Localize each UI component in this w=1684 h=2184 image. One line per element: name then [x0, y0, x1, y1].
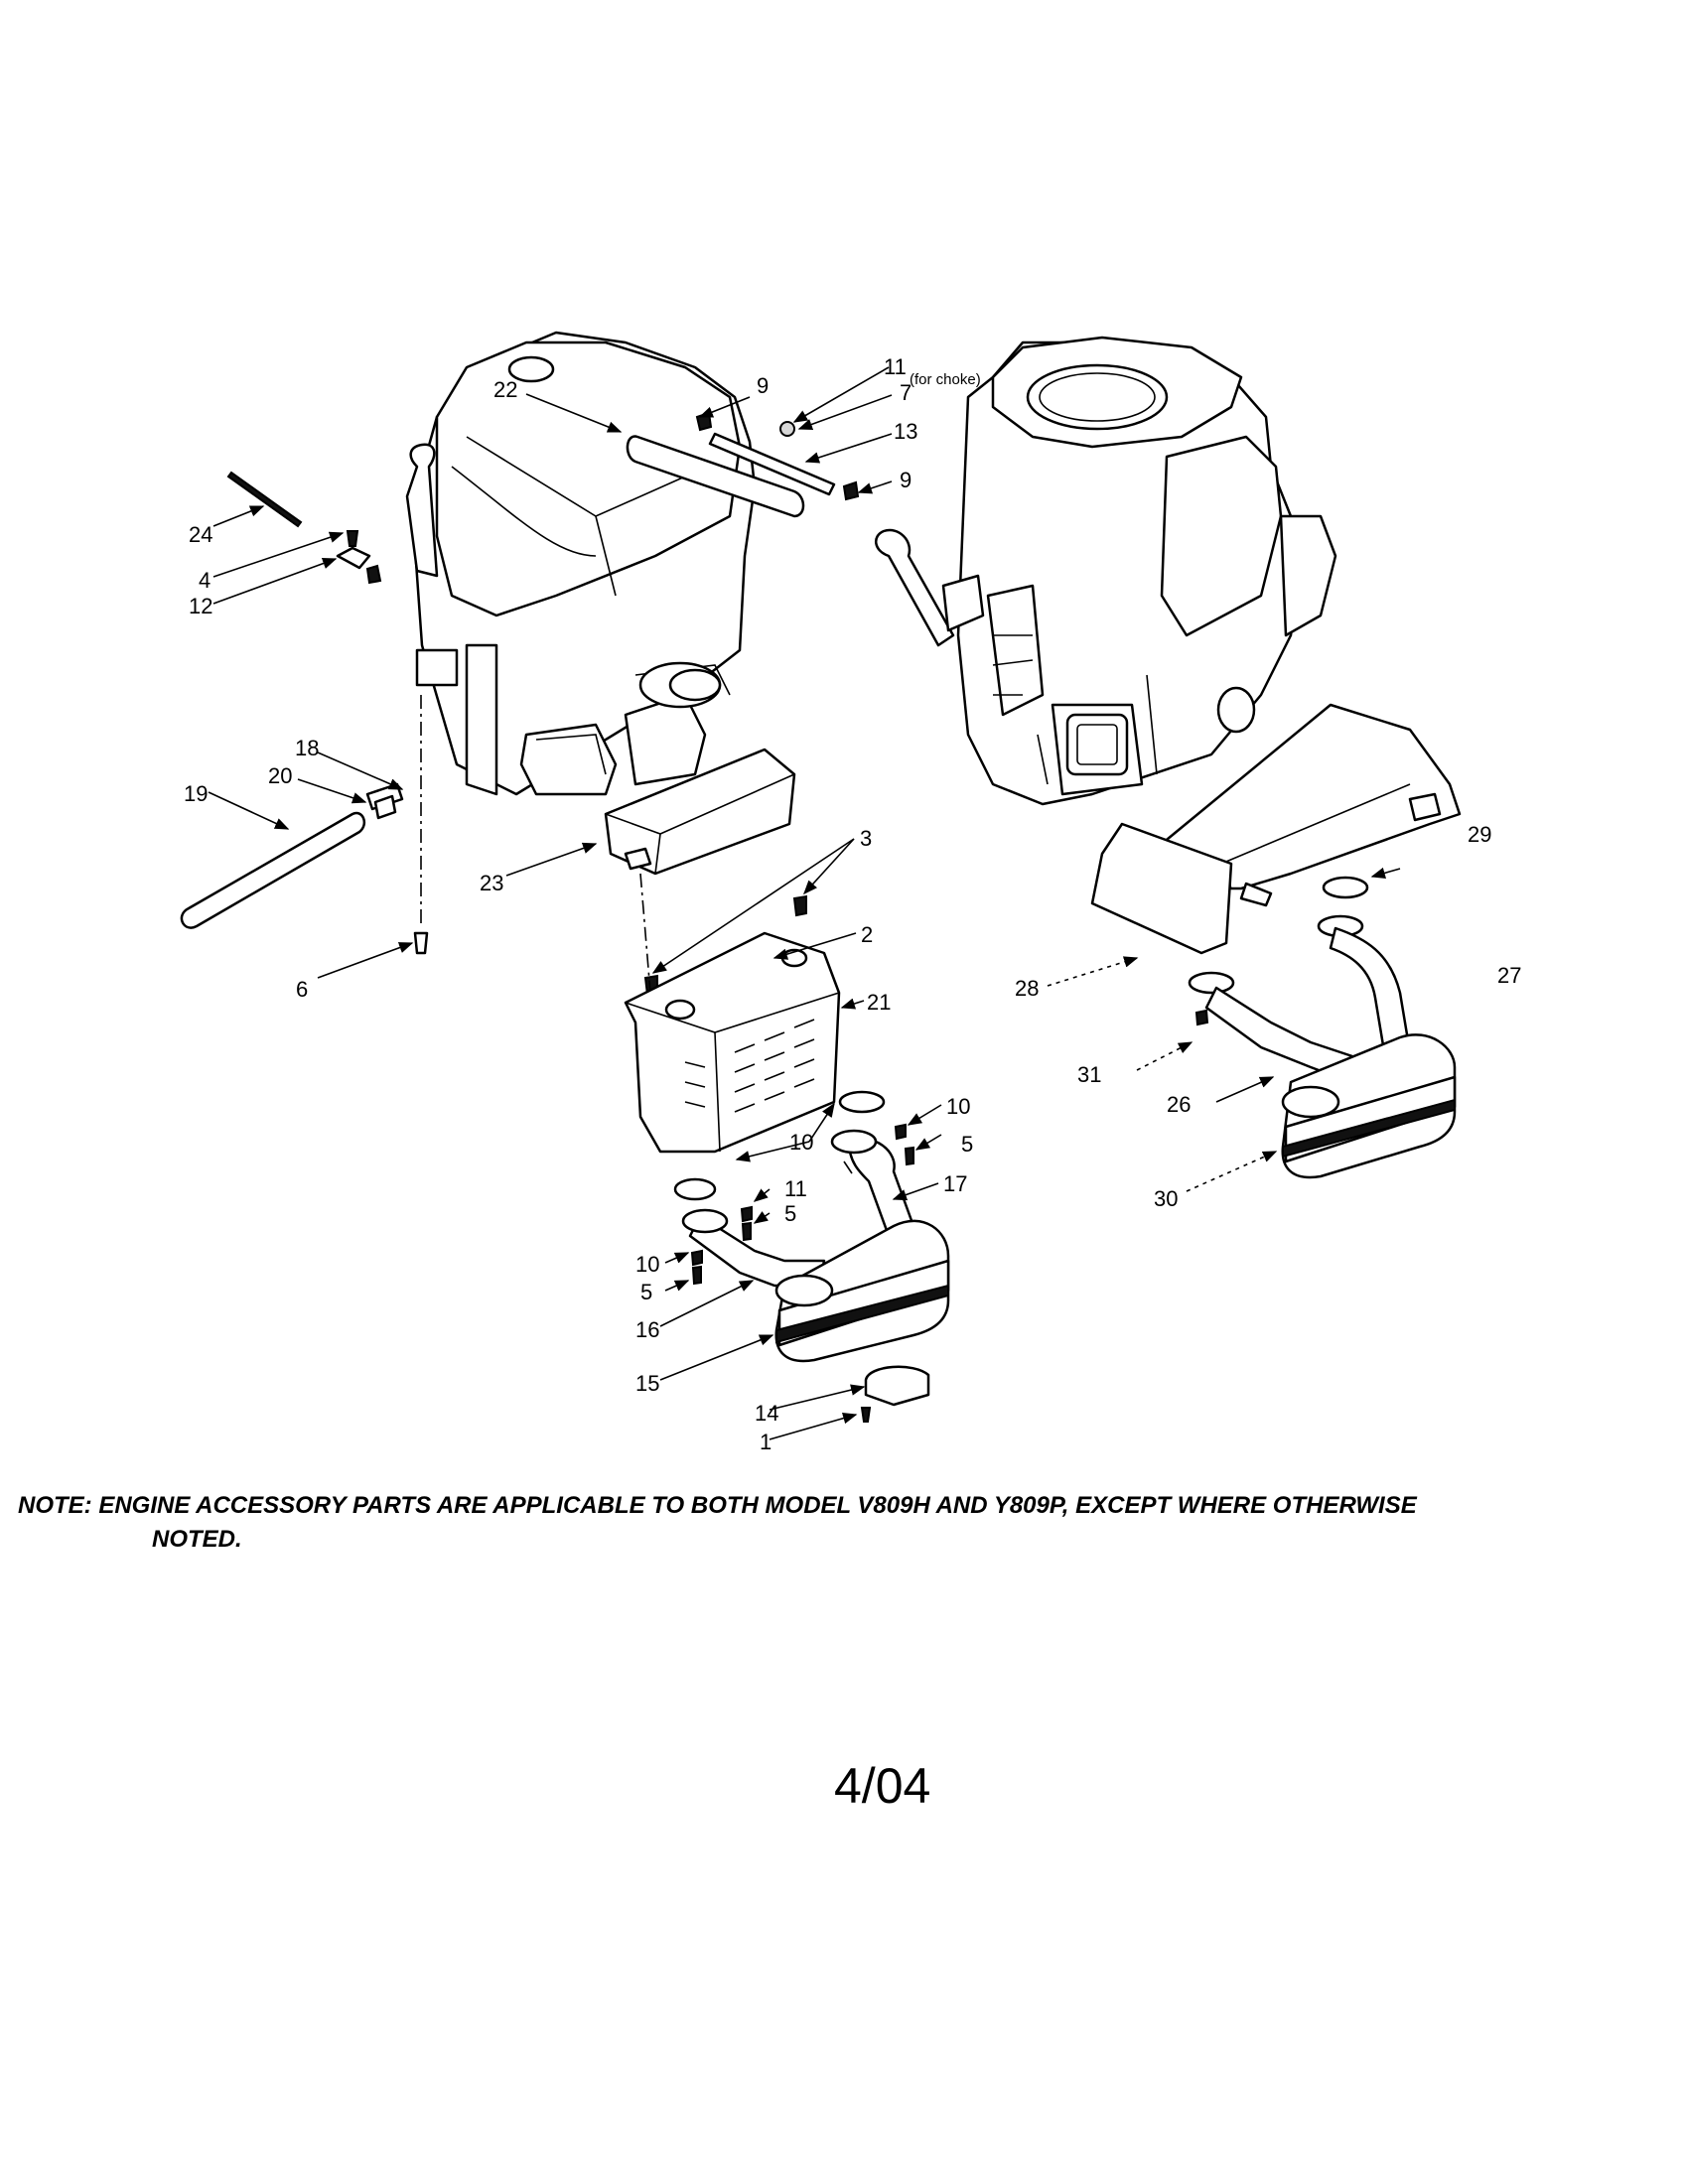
muffler-guard-21: [624, 931, 841, 1154]
lock-nut-10a: [894, 1123, 907, 1141]
callout-28: 30: [1154, 1186, 1178, 1211]
muffler-15: [774, 1219, 950, 1363]
callout-9-bottom: 9: [900, 468, 912, 492]
callout-29: 28: [1015, 976, 1039, 1001]
clip-9-bottom: [842, 480, 860, 501]
callout-5-left: 5: [640, 1280, 652, 1304]
gasket-27a: [1322, 876, 1369, 899]
callout-3: 3: [860, 826, 872, 851]
callout-10-left: 10: [635, 1252, 659, 1277]
callout-31: 31: [1077, 1062, 1101, 1087]
callout-6: 6: [296, 977, 308, 1002]
callout-5-mid: 5: [784, 1201, 796, 1226]
callout-12: 12: [189, 594, 212, 618]
choke-rod-13: [708, 432, 836, 496]
gasket-8a: [838, 1090, 886, 1114]
callout-20: 20: [268, 763, 292, 788]
note-line-2: NOTED.: [152, 1526, 242, 1553]
screw-part-1: [860, 1407, 872, 1423]
choke-knob-7: [779, 421, 795, 437]
callout-14: 14: [755, 1401, 778, 1426]
callout-18: 18: [295, 736, 319, 760]
callout-10-right: 10: [946, 1094, 970, 1119]
callout-16: 16: [635, 1317, 659, 1342]
callout-8: 10: [789, 1130, 813, 1155]
bolt-5a: [904, 1146, 914, 1166]
left-engine: [405, 331, 757, 796]
bolt-5c: [691, 1265, 702, 1286]
right-engine: [875, 336, 1337, 806]
heat-shield-22: [604, 748, 796, 876]
callout-19: 19: [184, 781, 208, 806]
spark-plug-wire: [226, 471, 303, 528]
muffler-28: [1281, 1033, 1457, 1179]
callout-numbers: 22 9 11 (for choke) 7 13 9 24 4 12 18 20…: [184, 354, 1521, 1454]
callout-22: 23: [480, 871, 503, 895]
fuel-hose-19: [180, 811, 366, 929]
choke-note: (for choke): [910, 371, 981, 388]
callout-1: 1: [760, 1430, 772, 1454]
callout-15: 15: [635, 1371, 659, 1396]
callout-4: 4: [199, 568, 210, 593]
bolt-5b: [741, 1221, 752, 1242]
callout-17: 17: [943, 1171, 967, 1196]
page-date: 4/04: [834, 1758, 931, 1814]
callout-5-right: 5: [961, 1132, 973, 1157]
callout-13: 13: [894, 419, 917, 444]
clip-part-12: [336, 546, 371, 570]
callout-26: 26: [1167, 1092, 1191, 1117]
callout-24: 24: [189, 522, 212, 547]
nut-part-31: [1194, 1009, 1209, 1026]
bolt-part-6: [413, 931, 429, 955]
callout-30: 29: [1468, 822, 1491, 847]
callout-9-top: 9: [757, 373, 769, 398]
callout-27: 27: [1497, 963, 1521, 988]
note-line-1: NOTE: ENGINE ACCESSORY PARTS ARE APPLICA…: [18, 1492, 1417, 1519]
callout-10-mid: 11: [784, 1176, 807, 1201]
muffler-bracket-14: [864, 1365, 930, 1407]
callout-21: 21: [867, 990, 891, 1015]
callout-11: 11: [884, 354, 907, 379]
callout-7: 7: [900, 380, 912, 405]
callout-2: 2: [861, 922, 873, 947]
heat-shield-30: [1160, 703, 1462, 890]
callout-23: 22: [493, 377, 517, 402]
gasket-8b: [673, 1177, 717, 1201]
bolt-part-3a: [792, 894, 807, 917]
screw-part-4: [346, 530, 359, 547]
fuel-hose-23: [626, 435, 805, 518]
lock-nut-10c: [690, 1249, 703, 1267]
applicability-note: NOTE: ENGINE ACCESSORY PARTS ARE APPLICA…: [18, 1489, 1666, 1557]
lock-nut-10b: [740, 1205, 753, 1223]
deflector-29: [1090, 822, 1233, 955]
leader-lines: [208, 366, 1401, 1440]
